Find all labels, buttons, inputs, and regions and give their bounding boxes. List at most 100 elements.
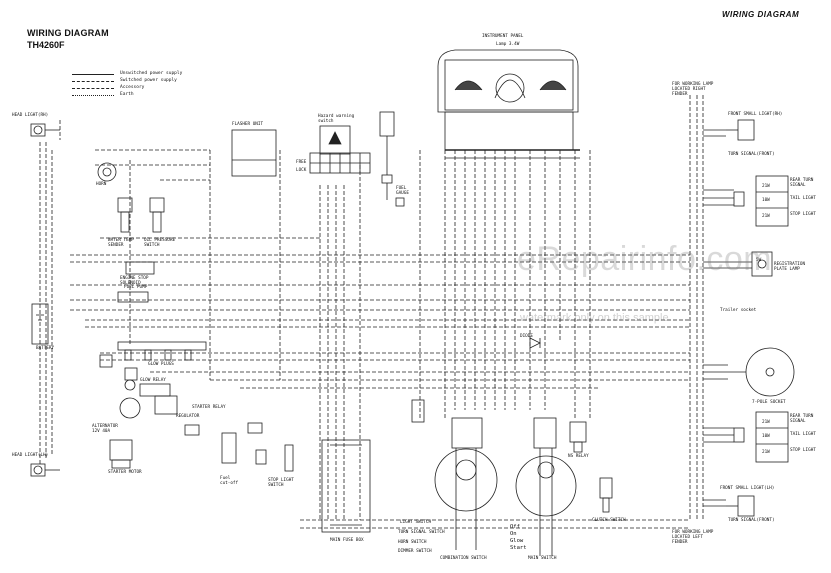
flasher-unit-symbol — [231, 129, 277, 177]
label-ns-relay: NS RELAY — [568, 454, 589, 459]
stop-light-switch-symbol — [221, 422, 294, 472]
head-light-lh-symbol — [30, 463, 60, 477]
label-working-lamp-left: FOR WORKING LAMP LOCATED LEFT FENDER — [672, 530, 714, 545]
rear-light-cluster-rh-symbol — [733, 175, 789, 227]
legend-label: Unswitched power supply — [120, 71, 183, 76]
registration-plate-symbol — [751, 251, 773, 277]
dash-dot-line-icon — [72, 88, 114, 89]
label-turn-signal-front-lh: TURN SIGNAL(FRONT) — [728, 518, 775, 523]
main-fuse-box-symbol — [321, 439, 371, 533]
label-main-fuse-box: MAIN FUSE BOX — [330, 538, 364, 543]
ns-relay-symbol — [569, 421, 587, 453]
label-head-light-rh: HEAD LIGHT(RH) — [12, 113, 49, 118]
label-switch-on: On — [510, 531, 517, 537]
model-number: TH4260F — [27, 40, 65, 50]
label-dimmer-switch: DIMMER SWITCH — [398, 549, 432, 554]
dashed-line-icon — [72, 81, 114, 82]
wire-legend: Unswitched power supply Switched power s… — [72, 71, 212, 99]
label-glow-relay: GLOW RELAY — [140, 378, 166, 383]
instrument-panel-symbol — [437, 49, 580, 159]
label-7-pole-socket: 7-POLE SOCKET — [752, 400, 786, 405]
label-combination-switch: COMBINATION SWITCH — [440, 556, 487, 561]
label-watt-10-a: 10W — [762, 198, 770, 203]
horn-symbol — [97, 162, 117, 182]
label-tail-light-rh: TAIL LIGHT — [790, 196, 816, 201]
label-clutch-switch: CLUTCH SWITCH — [592, 518, 626, 523]
head-light-rh-symbol — [30, 123, 60, 137]
front-small-light-rh-symbol — [726, 119, 755, 141]
label-fuel-pump: FUEL PUMP — [124, 285, 148, 290]
solid-line-icon — [72, 74, 114, 75]
legend-label: Switched power supply — [120, 78, 177, 83]
label-regulator: REGULATOR — [176, 414, 200, 419]
legend-row-accessory: Accessory — [72, 85, 212, 92]
hazard-switch-symbol — [309, 125, 371, 174]
watermark-sub: watermark only on this sample — [520, 312, 669, 324]
label-glow-plugs: GLOW PLUGS — [148, 362, 174, 367]
label-oil-pressure-switch: OIL PRESSURE SWITCH — [144, 238, 176, 248]
label-stop-light-switch: STOP LIGHT SWITCH — [268, 478, 294, 488]
main-switch-symbol — [515, 417, 577, 556]
label-horn: HORN — [96, 182, 107, 187]
label-working-lamp-right: FOR WORKING LAMP LOCATED RIGHT FENDER — [672, 82, 714, 97]
label-free: FREE — [296, 160, 307, 165]
label-turn-signal-switch: TURN SIGNAL SWITCH — [398, 530, 445, 535]
legend-row-switched: Switched power supply — [72, 78, 212, 85]
label-instrument-panel: INSTRUMENT PANEL — [482, 34, 524, 39]
legend-row-unswitched: Unswitched power supply — [72, 71, 212, 78]
label-watt-21-a: 21W — [762, 184, 770, 189]
legend-row-earth: Earth — [72, 92, 212, 99]
label-registration-plate: REGISTRATION PLATE LAMP — [774, 262, 806, 272]
clutch-switch-symbol — [599, 477, 613, 513]
label-starter-relay: STARTER RELAY — [192, 405, 226, 410]
label-watt-10-b: 10W — [762, 434, 770, 439]
label-stop-light-rh: STOP LIGHT — [790, 212, 816, 217]
fuel-gauge-symbol — [379, 111, 405, 207]
dotted-line-icon — [72, 95, 114, 96]
label-turn-signal-front-rh: TURN SIGNAL(FRONT) — [728, 152, 775, 157]
label-watt-5: 5W — [756, 258, 762, 263]
label-watt-21-c: 21W — [762, 420, 770, 425]
label-watt-21-d: 21W — [762, 450, 770, 455]
label-instrument-lamp: Lamp 3.4W — [496, 42, 520, 47]
label-starter-motor: STARTER MOTOR — [108, 470, 142, 475]
pole-socket-symbol — [728, 347, 795, 397]
label-main-switch: MAIN SWITCH — [528, 556, 557, 561]
label-rear-turn-signal-lh: REAR TURN SIGNAL — [790, 414, 814, 424]
sender-symbols — [117, 197, 165, 303]
watermark: eRepairinfo.com — [517, 240, 773, 278]
label-watt-21-b: 21W — [762, 214, 770, 219]
legend-label: Accessory — [120, 85, 145, 90]
label-lock: LOCK — [296, 168, 307, 173]
label-front-small-light-lh: FRONT SMALL LIGHT(LH) — [720, 486, 775, 491]
label-switch-glow: Glow — [510, 538, 524, 544]
label-fuel-cutoff: Fuel cut-off — [220, 476, 239, 486]
label-front-small-light-rh: FRONT SMALL LIGHT(RH) — [728, 112, 783, 117]
label-tail-light-lh: TAIL LIGHT — [790, 432, 816, 437]
alternator-symbol — [109, 379, 200, 469]
glow-plugs-symbol — [99, 341, 207, 397]
label-horn-switch: HORN SWITCH — [398, 540, 427, 545]
label-flasher-unit: FLASHER UNIT — [232, 122, 264, 127]
rear-light-cluster-lh-symbol — [733, 411, 789, 463]
label-diode: DIODE — [520, 334, 533, 339]
diode-symbol — [411, 337, 541, 423]
connector-bundles — [703, 129, 752, 507]
header-title: WIRING DIAGRAM — [722, 10, 800, 19]
battery-symbol — [31, 303, 49, 345]
label-hazard-warning: Hazard warning switch — [318, 114, 355, 124]
label-light-switch: LIGHT SWITCH — [400, 520, 432, 525]
label-battery: BATTERY — [36, 346, 55, 351]
front-small-light-lh-symbol — [726, 495, 755, 517]
label-trailer-socket: Trailer socket — [720, 308, 757, 313]
legend-label: Earth — [120, 92, 134, 97]
label-water-temp-sender: WATER TEMP SENDER — [108, 238, 134, 248]
label-switch-start: Start — [510, 545, 527, 551]
label-fuel-gauge: FUEL GAUGE — [396, 186, 409, 196]
label-engine-stop-solenoid: ENGINE STOP SOLENOID — [120, 276, 149, 286]
label-head-light-lh: HEAD LIGHT(LH) — [12, 453, 49, 458]
label-alternator: ALTERNATOR 12V 40A — [92, 424, 118, 434]
label-switch-off: Off — [510, 524, 520, 530]
